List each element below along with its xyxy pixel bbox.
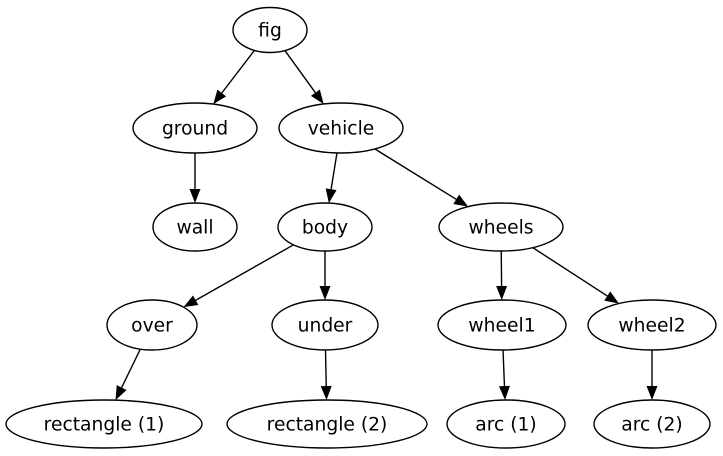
edge-fig-to-vehicle (284, 50, 324, 105)
node-ellipse-wheel2 (587, 299, 717, 351)
arrowhead-icon (310, 89, 324, 105)
node-ellipse-arc2 (593, 399, 711, 449)
node-ellipse-wall (152, 202, 238, 252)
node-wheel1: wheel1 (437, 299, 567, 351)
node-label-wheel2: wheel2 (618, 316, 685, 337)
node-ellipse-body (277, 202, 373, 252)
edge-line (330, 152, 338, 190)
edge-line (221, 49, 255, 94)
edge-ground-to-wall (189, 153, 201, 203)
node-label-over: over (131, 316, 173, 337)
edge-body-to-under (319, 251, 331, 300)
node-under: under (271, 299, 379, 351)
arrowhead-icon (646, 386, 658, 400)
node-ellipse-rect1 (5, 399, 203, 449)
edge-wheel1-to-arc1 (498, 349, 510, 401)
node-label-wheels: wheels (468, 218, 533, 239)
edge-wheels-to-wheel2 (532, 247, 619, 304)
arrowhead-icon (325, 188, 337, 204)
edge-over-to-rect1 (115, 348, 141, 401)
node-label-rect2: rectangle (2) (267, 415, 388, 436)
node-ellipse-vehicle (278, 102, 404, 154)
node-body: body (277, 202, 373, 252)
edge-wheel2-to-arc2 (646, 350, 658, 400)
node-label-wheel1: wheel1 (468, 316, 535, 337)
node-label-vehicle: vehicle (308, 119, 375, 140)
node-arc1: arc (1) (446, 399, 566, 449)
arrowhead-icon (183, 295, 199, 308)
arrowhead-icon (189, 189, 201, 203)
edge-line (284, 50, 316, 94)
edge-under-to-rect2 (320, 349, 332, 401)
node-rect1: rectangle (1) (5, 399, 203, 449)
node-label-ground: ground (162, 119, 228, 140)
arrowhead-icon (604, 291, 619, 304)
node-ellipse-rect2 (226, 399, 428, 449)
node-ellipse-wheels (438, 202, 564, 252)
node-wheel2: wheel2 (587, 299, 717, 351)
arrowhead-icon (115, 385, 127, 401)
node-vehicle: vehicle (278, 102, 404, 154)
node-label-rect1: rectangle (1) (44, 415, 165, 436)
node-fig: fig (232, 6, 308, 54)
node-ellipse-wheel1 (437, 299, 567, 351)
node-ellipse-arc1 (446, 399, 566, 449)
node-label-body: body (302, 218, 348, 239)
arrowhead-icon (453, 194, 469, 207)
node-wheels: wheels (438, 202, 564, 252)
arrowhead-icon (498, 385, 510, 401)
node-label-wall: wall (176, 218, 213, 239)
node-ellipse-over (106, 299, 198, 351)
edge-line (502, 349, 506, 387)
node-rect2: rectangle (2) (226, 399, 428, 449)
node-label-arc1: arc (1) (475, 415, 536, 436)
node-ellipse-ground (132, 102, 258, 154)
node-ellipse-fig (232, 6, 308, 54)
arrowhead-icon (319, 286, 331, 300)
edge-line (374, 148, 457, 200)
node-ellipse-under (271, 299, 379, 351)
node-wall: wall (152, 202, 238, 252)
arrowhead-icon (496, 285, 508, 301)
edge-fig-to-ground (213, 49, 255, 105)
edge-body-to-over (183, 244, 294, 308)
node-ground: ground (132, 102, 258, 154)
node-over: over (106, 299, 198, 351)
edge-line (324, 349, 327, 387)
edge-vehicle-to-body (325, 152, 338, 204)
node-label-arc2: arc (2) (621, 415, 682, 436)
node-label-fig: fig (258, 21, 282, 42)
edge-line (195, 244, 294, 301)
edge-vehicle-to-wheels (374, 148, 469, 207)
arrowhead-icon (213, 89, 227, 105)
node-label-under: under (298, 316, 353, 337)
edge-wheels-to-wheel1 (496, 250, 508, 301)
arrowhead-icon (320, 385, 332, 401)
edge-line (532, 247, 608, 297)
node-arc2: arc (2) (593, 399, 711, 449)
edge-line (121, 348, 141, 388)
